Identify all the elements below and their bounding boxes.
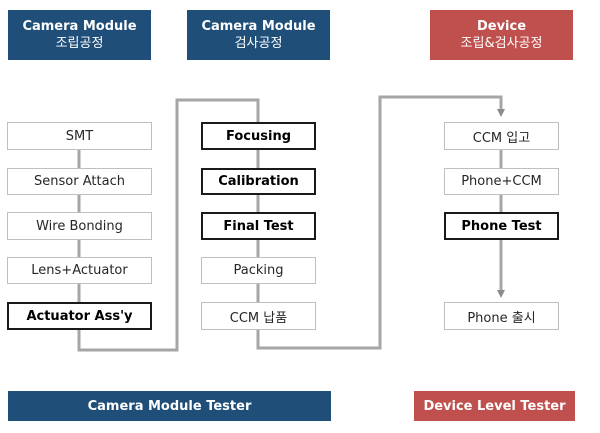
footer-device-level-tester: Device Level Tester [414,391,575,421]
step-lens-actuator: Lens+Actuator [7,257,152,284]
header-camera-module-inspection: Camera Module 검사공정 [187,10,330,60]
step-ccm-delivery: CCM 납품 [201,302,316,330]
header-title: Device [476,19,527,34]
step-phone-release: Phone 출시 [444,302,559,330]
step-final-test: Final Test [201,212,316,240]
header-subtitle: 조립공정 [55,36,104,51]
step-phone-ccm: Phone+CCM [444,168,559,195]
header-device: Device 조립&검사공정 [430,10,573,60]
header-subtitle: 조립&검사공정 [460,36,543,51]
step-wire-bonding: Wire Bonding [7,212,152,240]
step-ccm-receiving: CCM 입고 [444,122,559,150]
header-title: Camera Module [22,19,137,34]
step-calibration: Calibration [201,168,316,195]
header-camera-module-assembly: Camera Module 조립공정 [8,10,151,60]
header-title: Camera Module [201,19,316,34]
step-smt: SMT [7,122,152,150]
step-sensor-attach: Sensor Attach [7,168,152,195]
step-packing: Packing [201,257,316,284]
header-subtitle: 검사공정 [234,36,283,51]
step-actuator-assy: Actuator Ass'y [7,302,152,330]
step-phone-test: Phone Test [444,212,559,240]
step-focusing: Focusing [201,122,316,150]
footer-camera-module-tester: Camera Module Tester [8,391,331,421]
